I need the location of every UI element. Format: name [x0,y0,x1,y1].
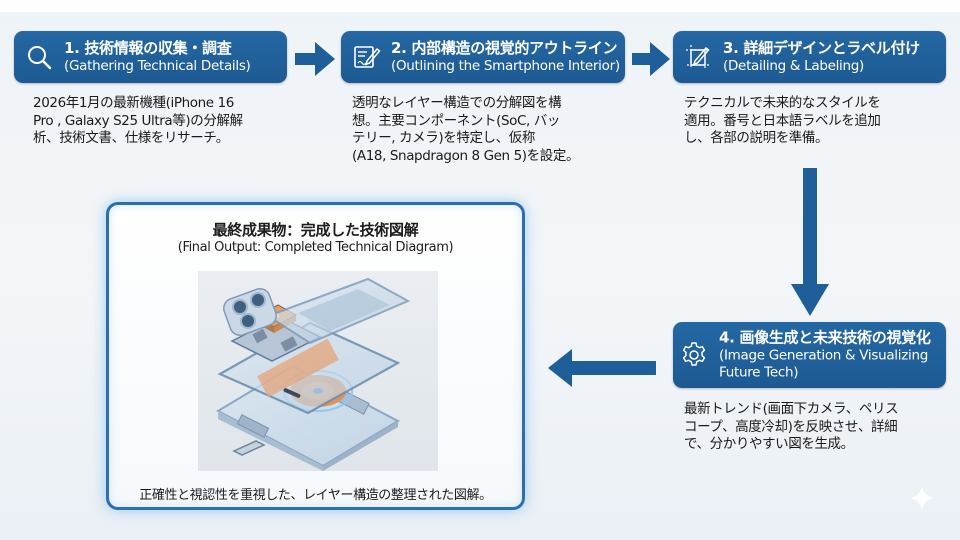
camera-module [223,288,277,336]
sparkle-icon [910,486,934,510]
final-output-subtitle: (Final Output: Completed Technical Diagr… [177,240,454,255]
search-icon [28,46,52,70]
document-edit-icon [354,46,381,68]
sim-tray [232,440,266,456]
step-3-description: テクニカルで未来的なスタイルを 適用。番号と日本語ラベルを追加 し、各部の説明を… [684,95,954,148]
step-2-title: 2. 内部構造の視覚的アウトライン [391,39,618,57]
exploded-phone-diagram [198,271,438,471]
step-3-desc-line: テクニカルで未来的なスタイルを [684,95,881,111]
arrow-left [548,349,656,387]
final-output-card: 最終成果物：完成した技術図解 (Final Output: Completed … [106,202,525,510]
step-4-subtitle-line: (Image Generation & Visualizing [719,347,928,364]
exploded-phone-illustration [215,277,411,471]
step-3-text: 3. 詳細デザインとラベル付け (Detailing & Labeling) [723,39,940,75]
back-glass-layer [265,277,411,345]
step-2-description: 透明なレイヤー構造での分解図を構 想。主要コンポーネント(SoC, バッ テリー… [352,95,622,165]
step-3-title: 3. 詳細デザインとラベル付け [723,39,920,57]
step-1-title: 1. 技術情報の収集・調査 [64,39,232,57]
top-band [0,0,960,12]
step-3-desc-line: 適用。番号と日本語ラベルを追加 [684,112,881,129]
step-3-subtitle: (Detailing & Labeling) [723,58,864,74]
step-2-desc-line: テリー, カメラ)を特定し、仮称 [352,130,535,146]
arrow-right-1 [295,42,335,76]
step-4-text: 4. 画像生成と未来技術の視覚化 (Image Generation & Vis… [719,329,940,382]
step-2-text: 2. 内部構造の視覚的アウトライン (Outlining the Smartph… [391,39,620,75]
step-1-subtitle: (Gathering Technical Details) [64,58,251,74]
gear-icon [682,342,706,366]
design-pencil-icon [686,45,710,69]
step-1-text: 1. 技術情報の収集・調査 (Gathering Technical Detai… [64,39,281,75]
step-4-desc-line: コープ、高度冷却)を反映させ、詳細 [684,418,898,435]
step-3-desc-line: し、各部の説明を準備。 [684,130,829,146]
step-1-desc-line: 析、技術文書、仕様をリサーチ。 [33,130,229,146]
step-2-desc-line: 想。主要コンポーネント(SoC, バッ [352,112,561,129]
step-2-subtitle: (Outlining the Smartphone Interior) [391,58,620,74]
step-1-description: 2026年1月の最新機種(iPhone 16 Pro , Galaxy S25 … [33,95,293,148]
step-4-subtitle-line: Future Tech) [719,364,799,381]
step-1-desc-line: 2026年1月の最新機種(iPhone 16 [33,95,234,111]
step-3-box: 3. 詳細デザインとラベル付け (Detailing & Labeling) [673,31,946,83]
step-1-box: 1. 技術情報の収集・調査 (Gathering Technical Detai… [14,31,287,83]
step-2-desc-line: 透明なレイヤー構造での分解図を構 [352,95,562,111]
step-4-desc-line: 最新トレンド(画面下カメラ、ペリス [684,401,899,417]
step-4-title: 4. 画像生成と未来技術の視覚化 [719,328,931,347]
final-output-caption: 正確性と視認性を重視した、レイヤー構造の整理された図解。 [139,488,492,503]
arrow-right-2 [632,42,670,76]
step-2-box: 2. 内部構造の視覚的アウトライン (Outlining the Smartph… [341,31,625,83]
step-4-box: 4. 画像生成と未来技術の視覚化 (Image Generation & Vis… [673,322,946,388]
arrow-down [791,168,829,316]
step-4-description: 最新トレンド(画面下カメラ、ペリス コープ、高度冷却)を反映させ、詳細 で、分か… [684,401,954,454]
final-output-title: 最終成果物：完成した技術図解 [212,221,419,239]
step-2-desc-line: (A18, Snapdragon 8 Gen 5)を設定。 [352,147,580,164]
step-1-desc-line: Pro , Galaxy S25 Ultra等)の分解解 [33,112,243,129]
step-4-desc-line: で、分かりやすい図を生成。 [684,436,854,452]
